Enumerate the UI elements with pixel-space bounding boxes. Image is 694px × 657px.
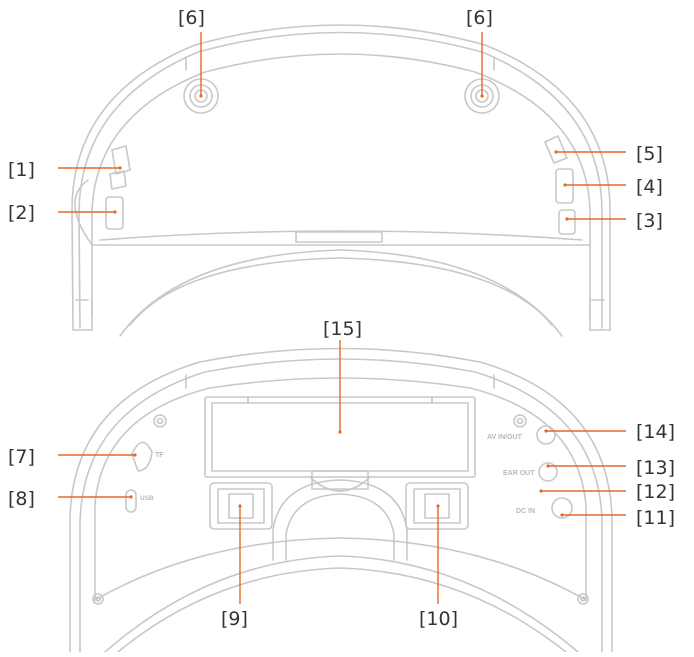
- callout-14: [14]: [636, 421, 676, 443]
- bottom-ports: [125, 414, 573, 519]
- callout-9: [9]: [221, 608, 248, 630]
- leader-12-end-dot: [539, 489, 543, 493]
- bottom-nose-arch: [272, 476, 408, 561]
- callout-8: [8]: [8, 488, 35, 510]
- callout-11: [11]: [636, 507, 676, 529]
- dc-port-label: DC IN: [516, 508, 535, 515]
- av-port-label: AV IN/OUT: [487, 434, 523, 441]
- leader-14-end-dot: [544, 429, 548, 433]
- leader-2-end-dot: [113, 210, 117, 214]
- leader-1-end-dot: [118, 166, 122, 170]
- ear-port-label: EAR OUT: [503, 470, 535, 477]
- leader-6-left-end-dot: [199, 94, 203, 98]
- callout-6-right: [6]: [466, 7, 493, 29]
- top-ipd-knobs: [183, 78, 500, 114]
- callout-15: [15]: [323, 318, 363, 340]
- leader-9-end-dot: [238, 504, 242, 508]
- bottom-focus-wheels: [209, 482, 469, 530]
- top-view-body: [71, 24, 611, 337]
- callout-3: [3]: [636, 210, 663, 232]
- leader-8-end-dot: [129, 495, 133, 499]
- leader-7-end-dot: [133, 453, 137, 457]
- leader-lines: [58, 32, 626, 604]
- callout-13: [13]: [636, 457, 676, 479]
- leader-11-end-dot: [560, 513, 564, 517]
- leader-15-end-dot: [338, 430, 342, 434]
- callout-6-left: [6]: [178, 7, 205, 29]
- leader-13-end-dot: [546, 464, 550, 468]
- tf-port-label: TF: [155, 452, 164, 459]
- leader-3-end-dot: [565, 217, 569, 221]
- leader-10-end-dot: [436, 504, 440, 508]
- callout-2: [2]: [8, 202, 35, 224]
- callout-5: [5]: [636, 143, 663, 165]
- callout-10: [10]: [419, 608, 459, 630]
- leader-6-right-end-dot: [480, 94, 484, 98]
- callout-4: [4]: [636, 176, 663, 198]
- callout-7: [7]: [8, 446, 35, 468]
- callout-1: [1]: [8, 159, 35, 181]
- port-labels: TF USB AV IN/OUT EAR OUT DC IN: [140, 434, 535, 515]
- leader-4-end-dot: [563, 183, 567, 187]
- top-buttons: [105, 135, 576, 235]
- usb-port-label: USB: [140, 495, 154, 502]
- callout-12: [12]: [636, 481, 676, 503]
- leader-5-end-dot: [554, 150, 558, 154]
